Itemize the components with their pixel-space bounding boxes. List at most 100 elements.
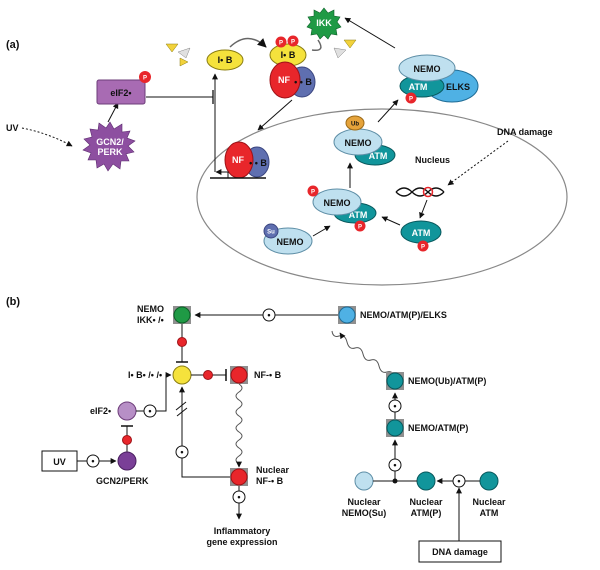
nemo-ikk-node [173,306,191,324]
nuclear-atm-label-1: Nuclear [472,497,506,507]
ub-label: Ub [351,122,359,128]
ikb-free [206,49,244,71]
elks-to-ikk-arrow [344,17,396,49]
ub-badge [345,115,365,131]
dna-damage-arrow [447,140,509,186]
panel-a-label: (a) [6,39,20,51]
nfkb-complex-kb-label: • • B [294,77,312,87]
gcn2-perk-star [82,121,136,172]
nuclear-nemo-su-node [354,471,374,491]
break-mark-2 [176,407,188,417]
elks-nemo-label: NEMO [414,64,441,74]
gcn2-node-label: GCN2/PERK [96,476,149,486]
eif2-box [96,79,146,105]
nuclear-atm-label-2: ATM [480,508,499,518]
catalysis-5-dot: • [91,456,94,466]
dna-damage-box [418,540,502,563]
catalysis-3-dot: • [237,492,240,502]
catalysis-7 [388,458,402,472]
ikb-p1-label: P [279,41,283,47]
nemo-atm-p1-badge [307,185,319,197]
nemo-ikk-label-2: IKK• /• [137,315,164,325]
ub-nemo-label: NEMO [345,138,372,148]
ikb-nfkb-link-node [203,370,213,380]
nfkb-translocation-wave [235,383,243,465]
ikk-label: IKK [316,18,332,28]
su-to-nemo-arrow [312,225,331,237]
transcription-arrow [215,169,229,178]
uv-arrow [21,127,73,147]
nfkb-complex-nf [269,61,301,99]
inflammatory-label-1: Inflammatory [214,526,271,536]
ikb-node [172,365,192,385]
ikb-node-label: I• B• /• /• [128,370,162,380]
ikk-star [306,7,342,40]
ikk-curved-arrow [311,39,322,52]
nfkb-node-label: NF-• B [254,370,282,380]
ikb-complex-label: I• B [281,50,296,60]
eif2-node-label: eIF2• [90,406,111,416]
elks-p-label: P [409,97,413,103]
nemo-atm-nemo-oval [312,188,362,216]
nuclear-nfkb-kb-label: • • B [249,158,267,168]
nemo-atm-elks-label: NEMO/ATM(P)/ELKS [360,310,447,320]
nuclear-nemo-label-2: NEMO(Su) [342,508,387,518]
panel-b-label: (b) [6,296,20,308]
nemo-atmp-node [386,419,404,437]
atm-free-p-badge [417,240,429,252]
ikb-curved-arrow [229,37,267,48]
nuclear-nfkb-node [230,468,248,486]
su-label: Su [267,230,275,236]
gcn2-eif2-link-node [122,435,132,445]
atm-free-p-label: P [421,245,425,251]
ikb-p2-label: P [291,40,295,46]
ub-to-elks-arrow [377,99,399,123]
nfkb-complex-nf-label: NF [278,75,290,85]
elks-atm-label: ATM [409,82,428,92]
gcn2-label-1: GCN2/ [96,137,124,147]
nuclear-atm-node [479,471,499,491]
nemo-atm-nemo-label: NEMO [324,198,351,208]
catalysis-8-dot: • [457,476,460,486]
eif2-node [117,401,137,421]
uv-label: UV [6,123,19,133]
ikb-p2-badge [287,35,299,47]
nemo-ub-atm-node [386,372,404,390]
ikb-free-label: I• B [218,55,233,65]
gcn2-label-2: PERK [97,147,123,157]
nemo-atm-p1-label: P [311,190,315,196]
su-badge [263,223,279,239]
nuclear-atmp-node [416,471,436,491]
catalysis-6 [388,399,402,413]
nemo-atm-p2-label: P [358,225,362,231]
uv-box-label: UV [53,457,66,467]
join-dot [392,478,398,484]
catalysis-7-dot: • [393,460,396,470]
nfkb-import-arrow [257,99,293,131]
elks-nemo-oval [398,54,456,82]
ub-to-elks-wave [331,330,396,379]
catalysis-4-dot: • [148,406,151,416]
elks-label: ELKS [446,82,470,92]
dna-damage-box-label: DNA damage [432,547,488,557]
catalysis-8 [452,474,466,488]
ribosome-icon-left [165,43,191,67]
eif2-label: eIF2• [110,88,131,98]
nuclear-atmp-label-1: Nuclear [409,497,443,507]
nuclear-nfkb-nf-label: NF [232,155,244,165]
atm-free-label: ATM [412,228,431,238]
nucleus-outline [196,108,568,286]
nemo-atm-elks-node [338,306,356,324]
eif2-phospho-badge [139,71,151,83]
nfkb-node [230,366,248,384]
nemo-atm-p2-badge [354,220,366,232]
nemo-atm-atm-label: ATM [349,210,368,220]
ub-atm-label: ATM [369,151,388,161]
eif2-p-label: P [143,76,147,82]
nuclear-nemo-label-1: Nuclear [347,497,381,507]
dna-to-atm-arrow [419,199,428,219]
nuclear-nfkb-label-2: NF-• B [256,476,284,486]
break-mark-1 [175,401,187,411]
